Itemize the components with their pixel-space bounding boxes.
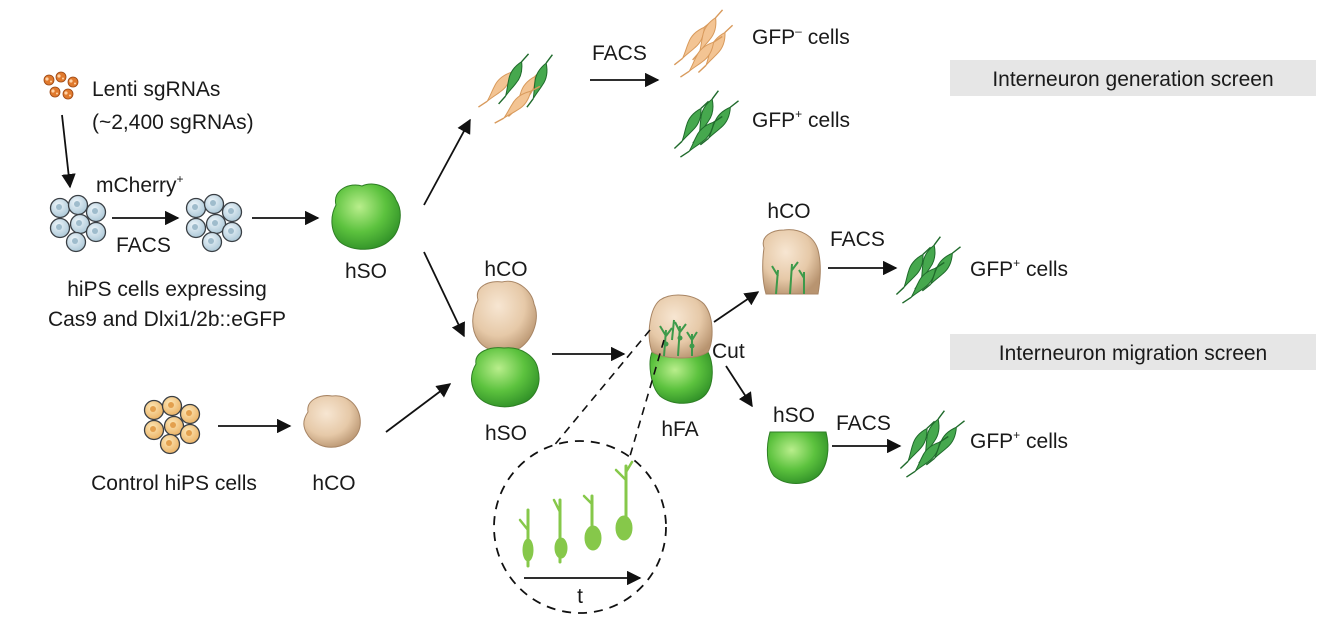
hco-assembloid-label: hCO <box>484 258 527 281</box>
hso-organoid <box>331 183 401 250</box>
lentivirus-icon <box>43 71 79 100</box>
gfp-positive-cells-label-top: GFP+ cells <box>752 107 850 132</box>
time-axis-label: t <box>577 585 583 608</box>
hco-organoid-assembloid <box>472 280 537 353</box>
generation-screen-label: Interneuron generation screen <box>992 68 1273 91</box>
gfp-positive-cells-label-hco: GFP+ cells <box>970 256 1068 281</box>
control-hips-label: Control hiPS cells <box>91 472 257 495</box>
control-hco-label: hCO <box>312 472 355 495</box>
arrow-virus-to-hips <box>61 114 76 189</box>
migration-screen-banner <box>950 334 1316 370</box>
control-hco-organoid <box>303 395 361 448</box>
generation-screen-banner <box>950 60 1316 96</box>
gfp-negative-cells-label: GFP– cells <box>752 24 850 49</box>
zoom-line-left <box>551 329 651 449</box>
arrow-control-to-assembloid <box>385 383 452 433</box>
control-hips-cell-cluster <box>143 395 201 455</box>
facs-hso-label: FACS <box>836 412 891 435</box>
zoom-line-right <box>629 339 665 457</box>
arrow-cut-to-hco <box>713 291 760 323</box>
arrow-cut-to-hso <box>725 365 753 408</box>
hips-cell-cluster <box>49 194 107 253</box>
hco-cut-piece <box>762 229 821 295</box>
hips-cells-label-line1: hiPS cells expressing <box>67 278 267 301</box>
gfp-positive-cells-icon-hso <box>899 408 966 482</box>
hips-cells-label-line2: Cas9 and Dlxi1/2b::eGFP <box>48 308 286 331</box>
hso-label: hSO <box>345 260 387 283</box>
hso-assembloid-label: hSO <box>485 422 527 445</box>
facs-hco-label: FACS <box>830 228 885 251</box>
sgrna-count-label: (~2,400 sgRNAs) <box>92 111 254 134</box>
migration-timecourse-neurons <box>518 460 634 568</box>
hso-cut-label: hSO <box>773 404 815 427</box>
hso-cut-piece <box>766 431 829 484</box>
gfp-negative-cells-icon <box>672 5 736 83</box>
arrow-to-generation-screen <box>423 118 471 206</box>
gfp-positive-cells-icon-hco <box>895 234 962 308</box>
hso-organoid-assembloid <box>471 347 540 408</box>
sorted-hips-cell-cluster <box>185 193 243 253</box>
migration-screen-label: Interneuron migration screen <box>999 342 1267 365</box>
mixed-neuron-cluster <box>476 49 555 130</box>
hfa-assembloid <box>648 294 713 404</box>
hco-cut-label: hCO <box>767 200 810 223</box>
cut-label: Cut <box>712 340 745 363</box>
arrow-to-assembloid <box>423 251 465 338</box>
facs-top-label: FACS <box>592 42 647 65</box>
lenti-sgrnas-label: Lenti sgRNAs <box>92 78 220 101</box>
migration-inset-circle <box>493 440 667 614</box>
hfa-label: hFA <box>661 418 698 441</box>
gfp-positive-cells-label-hso: GFP+ cells <box>970 428 1068 453</box>
mcherry-label: mCherry+ <box>96 172 184 197</box>
gfp-positive-cells-icon <box>673 88 740 162</box>
facs-sort-label: FACS <box>116 234 171 257</box>
